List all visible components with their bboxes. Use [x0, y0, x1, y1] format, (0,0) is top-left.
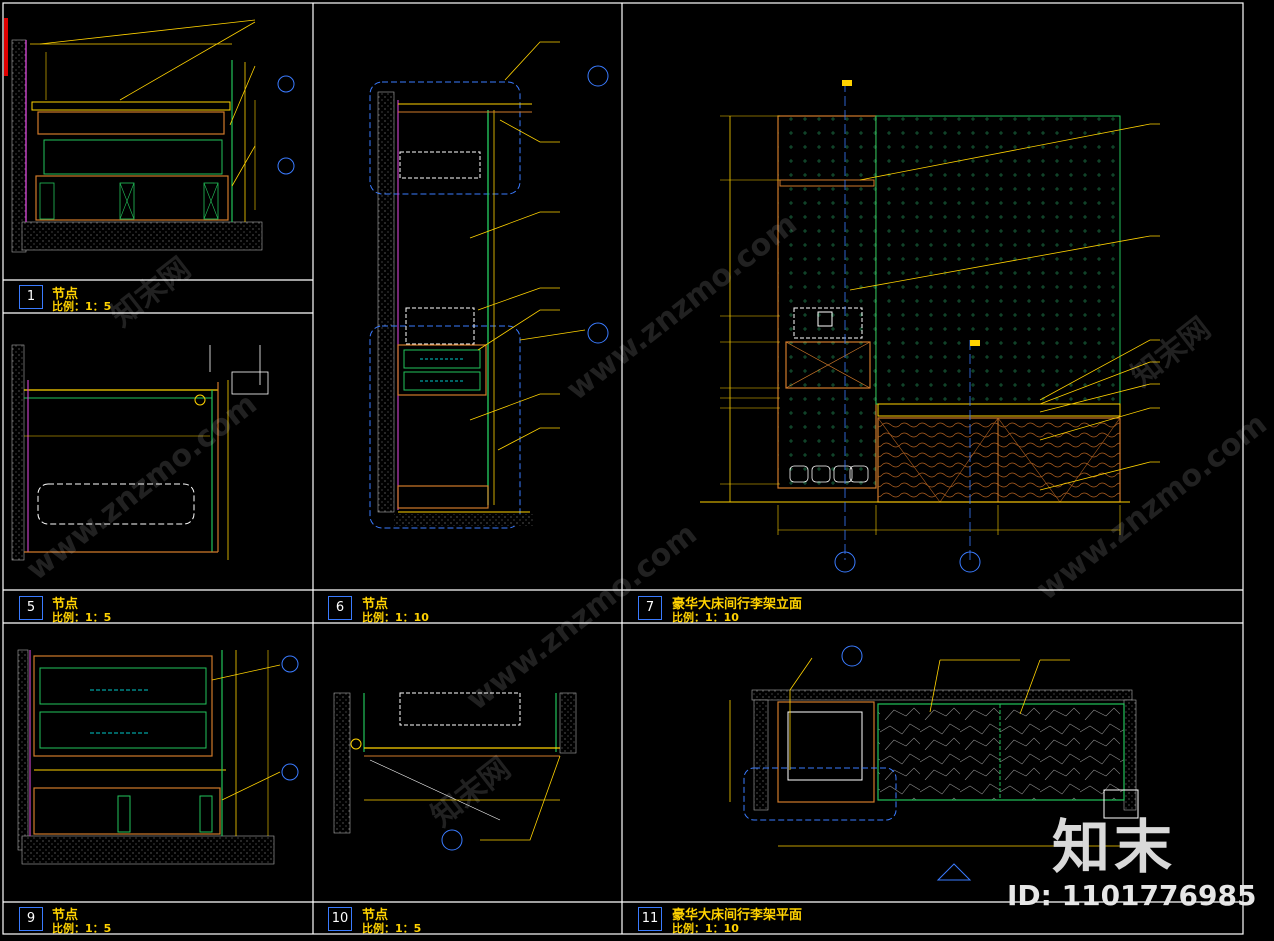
panel-number: 10 — [328, 907, 352, 931]
detail-9-drawing — [17, 649, 299, 865]
detail-5-drawing — [11, 344, 269, 561]
panel-scale: 比例：1：5 — [52, 922, 112, 935]
detail-10-drawing — [333, 692, 577, 851]
panel-scale: 比例：1：10 — [672, 611, 739, 624]
panel-title: 节点 — [52, 287, 79, 302]
panel-title: 节点 — [362, 597, 389, 612]
detail-7-drawing — [700, 80, 1160, 573]
panel-title: 节点 — [52, 908, 79, 923]
panel-number: 9 — [19, 907, 43, 931]
brand-logo: 知末 — [1052, 813, 1177, 881]
red-marker — [4, 18, 8, 76]
sheet-frame — [2, 2, 1244, 935]
id-label: ID: 1101776985 — [1007, 879, 1257, 912]
detail-1-drawing — [11, 19, 295, 253]
panel-number: 11 — [638, 907, 662, 931]
panel-scale: 比例：1：5 — [52, 611, 112, 624]
cad-drawing — [2, 2, 1244, 935]
panel-number: 5 — [19, 596, 43, 620]
panel-title: 豪华大床间行李架立面 — [672, 597, 803, 612]
panel-scale: 比例：1：5 — [52, 300, 112, 313]
panel-scale: 比例：1：5 — [362, 922, 422, 935]
panel-number: 7 — [638, 596, 662, 620]
panel-number: 1 — [19, 285, 43, 309]
panel-title: 豪华大床间行李架平面 — [672, 908, 803, 923]
panel-scale: 比例：1：10 — [672, 922, 739, 935]
panel-number: 6 — [328, 596, 352, 620]
detail-11-drawing — [729, 645, 1139, 881]
panel-scale: 比例：1：10 — [362, 611, 429, 624]
panel-title: 节点 — [362, 908, 389, 923]
panel-title: 节点 — [52, 597, 79, 612]
detail-6-drawing — [369, 41, 609, 529]
